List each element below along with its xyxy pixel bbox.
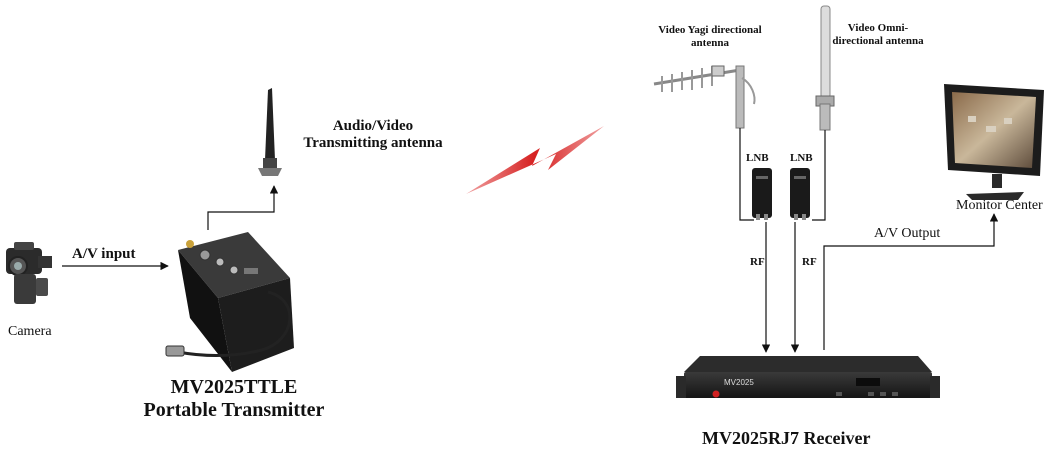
tx-antenna-device <box>258 88 282 176</box>
av-output-label: A/V Output <box>874 226 941 241</box>
rf-right-label: RF <box>802 256 817 268</box>
omni-antenna-device <box>815 5 835 131</box>
transmitter-caption: MV2025TTLE Portable Transmitter <box>128 376 340 422</box>
yagi-feed-line <box>739 128 754 221</box>
av-input-label: A/V input <box>72 246 136 262</box>
omni-feed-line <box>812 130 826 221</box>
yagi-antenna-label-line1: Video Yagi directional <box>658 24 762 36</box>
omni-antenna-label: Video Omni- directional antenna <box>822 22 934 47</box>
omni-antenna-label-line2: directional antenna <box>832 34 924 47</box>
tx-antenna-label-line1: Audio/Video <box>332 118 414 134</box>
receiver-device <box>676 356 940 398</box>
yagi-antenna-label: Video Yagi directional antenna <box>640 24 780 49</box>
monitor-device <box>944 84 1044 200</box>
lnb-right-label: LNB <box>790 152 813 164</box>
rf-left-label: RF <box>750 256 765 268</box>
transmitter-device <box>165 232 294 372</box>
monitor-center-label: Monitor Center <box>956 198 1043 213</box>
camera-label: Camera <box>8 324 52 339</box>
yagi-antenna-device <box>653 65 756 129</box>
receiver-caption: MV2025RJ7 Receiver <box>702 428 871 448</box>
tx-antenna-label: Audio/Video Transmitting antenna <box>298 118 448 153</box>
tx-antenna-label-line2: Transmitting antenna <box>303 135 443 152</box>
receiver-brand-label: MV2025 <box>724 378 754 387</box>
signal-bolt-icon <box>466 126 604 194</box>
tx-antenna-feed-line <box>207 185 279 230</box>
transmitter-model-label: MV2025TTLE <box>170 376 298 398</box>
camera-device <box>6 242 52 304</box>
lnb-right-device <box>790 168 810 220</box>
transmitter-name-label: Portable Transmitter <box>143 399 325 421</box>
lnb-left-label: LNB <box>746 152 769 164</box>
yagi-antenna-label-line2: antenna <box>691 36 729 49</box>
omni-antenna-label-line1: Video Omni- <box>847 22 909 34</box>
lnb-left-device <box>752 168 772 220</box>
av-output-arrow <box>823 213 999 350</box>
